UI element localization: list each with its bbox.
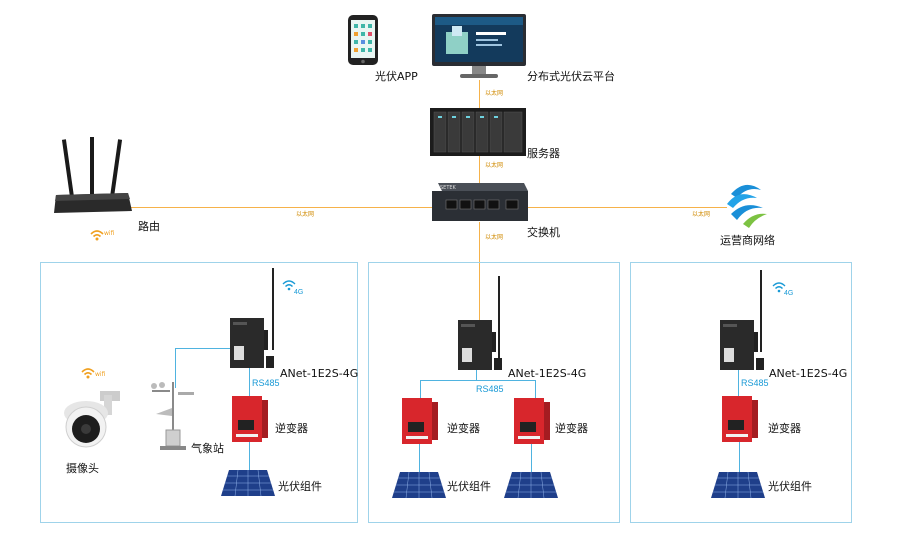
eth-line-monitor-server xyxy=(479,80,480,110)
carrier-label: 运营商网络 xyxy=(720,234,775,247)
router-icon xyxy=(54,137,132,213)
eth-line-switch-carrier xyxy=(527,207,727,208)
phone-app-icon xyxy=(348,15,378,65)
app-label: 光伏APP xyxy=(375,70,418,83)
server-rack-icon xyxy=(430,108,526,156)
center-inv-b-pv xyxy=(531,444,532,472)
left-inverter-label: 逆变器 xyxy=(275,422,308,435)
gateway-device-icon xyxy=(230,318,274,368)
lte-antenna-icon xyxy=(760,270,762,352)
left-4g-label: 4G xyxy=(294,289,304,296)
dome-camera-icon xyxy=(64,391,120,448)
center-rs485-left xyxy=(420,380,421,398)
eth-line-router-switch xyxy=(130,207,433,208)
center-inv-a-pv xyxy=(419,444,420,472)
eth-label-top: 以太网 xyxy=(485,90,504,97)
inverter-icon xyxy=(232,396,268,442)
monitor-icon xyxy=(432,14,526,78)
solar-panel-icon xyxy=(392,471,446,499)
left-gateway-weather-h xyxy=(175,348,230,349)
zone-left xyxy=(40,262,358,523)
zone-center xyxy=(368,262,620,523)
gateway-device-icon xyxy=(720,320,764,370)
zone-right xyxy=(630,262,852,523)
china-mobile-logo-icon xyxy=(727,184,767,228)
center-inverter-a-label: 逆变器 xyxy=(447,422,480,435)
gateway-device-icon xyxy=(458,320,502,370)
right-inverter-label: 逆变器 xyxy=(768,422,801,435)
eth-label-down: 以太网 xyxy=(485,234,504,241)
center-gateway-label: ANet-1E2S-4G xyxy=(508,367,587,380)
center-rs485-v xyxy=(476,370,477,380)
right-gateway-label: ANet-1E2S-4G xyxy=(769,367,848,380)
weather-label: 气象站 xyxy=(191,442,224,455)
camera-label: 摄像头 xyxy=(66,462,99,475)
switch-label: 交换机 xyxy=(527,226,560,239)
solar-panel-icon xyxy=(711,471,765,499)
wifi-icon xyxy=(81,368,95,379)
left-inverter-pv-line xyxy=(249,442,250,472)
solar-panel-icon xyxy=(221,469,275,497)
center-rs485-label: RS485 xyxy=(476,384,504,394)
router-wifi-label: wifi xyxy=(104,230,115,237)
camera-wifi-label: wifi xyxy=(95,371,106,378)
svg-text:SETEK: SETEK xyxy=(440,185,457,191)
solar-panel-icon xyxy=(504,471,558,499)
left-rs485-line xyxy=(249,368,250,396)
lte-antenna-icon xyxy=(272,268,274,350)
left-rs485-label: RS485 xyxy=(252,378,280,388)
wifi-icon xyxy=(90,230,104,241)
right-rs485-label: RS485 xyxy=(741,378,769,388)
right-rs485-line xyxy=(738,370,739,398)
eth-line-server-switch xyxy=(479,155,480,185)
network-switch-icon: SETEK xyxy=(432,183,528,221)
eth-line-switch-gateway xyxy=(479,222,480,322)
right-pv-label: 光伏组件 xyxy=(768,480,812,493)
eth-label-left: 以太网 xyxy=(296,211,315,218)
center-rs485-h xyxy=(420,380,536,381)
center-inverter-b-label: 逆变器 xyxy=(555,422,588,435)
router-label: 路由 xyxy=(138,220,160,233)
inverter-icon xyxy=(722,396,758,442)
inverter-icon xyxy=(514,398,550,444)
left-pv-label: 光伏组件 xyxy=(278,480,322,493)
server-label: 服务器 xyxy=(527,147,560,160)
4g-signal-icon xyxy=(282,280,296,291)
inverter-icon xyxy=(402,398,438,444)
weather-station-icon xyxy=(151,382,194,450)
right-inverter-pv-line xyxy=(739,442,740,472)
eth-label-right: 以太网 xyxy=(692,211,711,218)
left-gateway-label: ANet-1E2S-4G xyxy=(280,367,359,380)
center-pv-label: 光伏组件 xyxy=(447,480,491,493)
cloud-platform-label: 分布式光伏云平台 xyxy=(527,70,615,83)
4g-signal-icon xyxy=(772,282,786,293)
lte-antenna-icon xyxy=(498,276,500,364)
right-4g-label: 4G xyxy=(784,290,794,297)
left-gateway-weather-v xyxy=(175,348,176,388)
eth-label-mid: 以太网 xyxy=(485,162,504,169)
center-rs485-right xyxy=(535,380,536,398)
